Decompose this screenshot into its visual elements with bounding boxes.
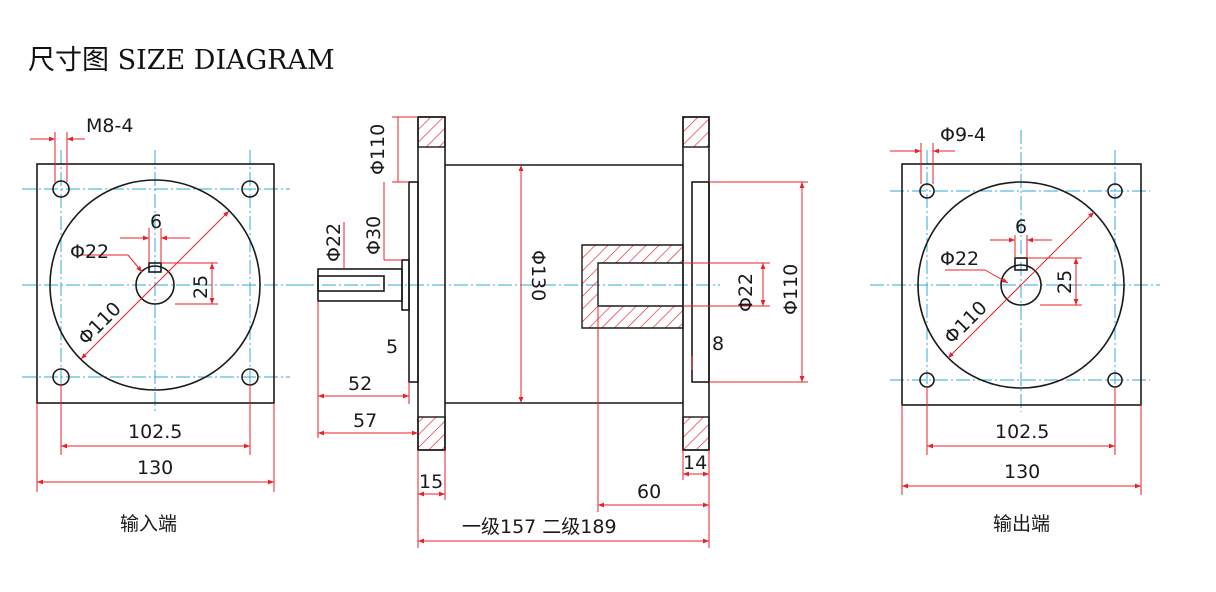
input-caption: 输入端 <box>120 513 177 535</box>
side-flange-thickness-label: 15 <box>419 471 443 493</box>
output-end-view: Φ9-4 6 Φ22 25 Φ110 102.5 130 输出端 <box>870 124 1160 535</box>
output-flange <box>682 116 710 451</box>
input-key-height-label: 25 <box>190 275 212 299</box>
side-flange-dia-label: Φ110 <box>367 124 389 175</box>
input-pilot-dia-label: Φ110 <box>74 298 126 350</box>
output-pilot <box>691 181 710 383</box>
input-outline <box>36 163 275 404</box>
output-bolt-hole-tr <box>1107 183 1123 199</box>
page-title: 尺寸图 SIZE DIAGRAM <box>28 45 335 76</box>
output-flange-square <box>901 163 1142 406</box>
input-bolt-hole-tr <box>241 180 259 198</box>
input-shaft-dia-label: Φ22 <box>70 241 109 263</box>
side-output-pilot-depth-label: 8 <box>712 333 724 355</box>
output-pilot-circle <box>917 181 1125 389</box>
output-hole-label: Φ9-4 <box>940 124 986 146</box>
input-flange-top-section <box>417 116 446 148</box>
input-flange-bottom-section <box>417 416 446 451</box>
side-outline <box>317 116 710 451</box>
side-shaft-len-label: 52 <box>348 373 372 395</box>
output-hub-section <box>581 244 684 329</box>
side-shaft-total-label: 57 <box>353 410 377 432</box>
output-flange-size-label: 130 <box>1004 461 1040 483</box>
input-pilot <box>408 181 419 383</box>
side-pilot-dia-label: Φ30 <box>363 216 385 255</box>
input-bore-circle <box>135 265 175 305</box>
side-output-shaft-dia-label: Φ22 <box>735 273 757 312</box>
output-key-height-label: 25 <box>1054 270 1076 294</box>
input-hole-label: M8-4 <box>86 115 133 137</box>
output-flange-top-section <box>682 116 710 148</box>
output-hole-spacing-label: 102.5 <box>995 421 1049 443</box>
input-flange <box>417 116 446 451</box>
output-dimensions <box>890 143 1142 495</box>
output-key <box>1014 257 1028 271</box>
side-output-pilot-dia-label: Φ110 <box>780 264 802 315</box>
output-centerlines <box>870 130 1160 412</box>
input-centerlines <box>22 150 300 412</box>
side-shaft-dia-label: Φ22 <box>323 223 345 262</box>
side-hatched-sections <box>417 116 710 451</box>
side-total-len-label: 一级157 二级189 <box>462 516 617 538</box>
side-body-dia-label: Φ130 <box>527 250 549 301</box>
input-bolt-hole-tl <box>52 180 70 198</box>
output-flange-bottom-section <box>682 416 710 451</box>
output-caption: 输出端 <box>993 513 1050 535</box>
output-outline <box>901 163 1142 406</box>
input-flange-size-label: 130 <box>137 457 173 479</box>
side-dimensions <box>317 116 808 548</box>
output-key-width-label: 6 <box>1015 216 1027 238</box>
output-bolt-hole-tl <box>919 183 935 199</box>
input-shaft-keyway <box>317 275 385 292</box>
input-key-width-label: 6 <box>150 211 162 233</box>
side-view: Φ110 Φ30 Φ22 Φ130 Φ22 Φ110 5 8 52 57 15 … <box>300 116 808 548</box>
side-output-len-label: 60 <box>637 481 661 503</box>
input-keyway <box>148 262 162 273</box>
side-output-flange-thickness-label: 14 <box>683 452 707 474</box>
output-shaft-dia-label: Φ22 <box>940 248 979 270</box>
output-bore-circle <box>1000 264 1042 306</box>
side-pilot-depth-label: 5 <box>386 336 398 358</box>
input-end-view: M8-4 6 Φ22 25 Φ110 102.5 130 输入端 <box>22 115 300 535</box>
input-hole-spacing-label: 102.5 <box>128 421 182 443</box>
input-dimensions <box>30 132 275 492</box>
input-pilot-circle <box>49 179 261 391</box>
input-flange-square <box>36 163 275 404</box>
